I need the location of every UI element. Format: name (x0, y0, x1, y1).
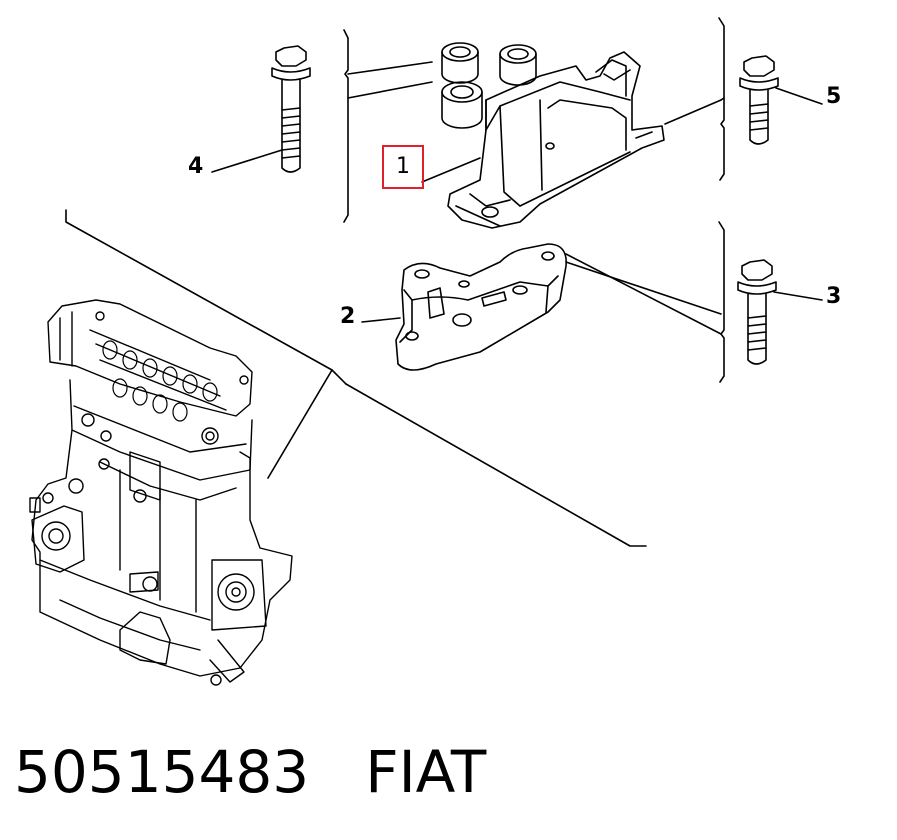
part-number: 50515483 (14, 738, 310, 806)
callout-1-highlighted: 1 (382, 145, 424, 189)
bolt-part5 (739, 55, 823, 145)
bracket-bolt3 (565, 221, 725, 383)
bracket-mount-left (343, 29, 433, 223)
bolt-part4 (211, 45, 311, 173)
brand-name: FIAT (365, 738, 487, 806)
callout-4: 4 (188, 154, 204, 179)
callout-2: 2 (340, 304, 356, 329)
part-caption: 50515483 FIAT (14, 738, 542, 806)
bracket-bolt5 (664, 17, 725, 181)
bolt-part3 (737, 259, 823, 365)
callout-5: 5 (826, 84, 842, 109)
guide-lines (65, 209, 647, 547)
mount-plate-part2 (361, 243, 567, 371)
engine-block (29, 299, 293, 686)
callout-3: 3 (826, 284, 842, 309)
engine-mount-part1 (421, 42, 665, 229)
